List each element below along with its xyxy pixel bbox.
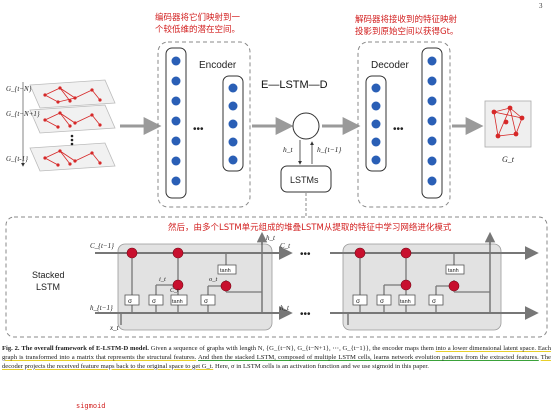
cell1-sigma-o: σ (204, 298, 208, 305)
encoder-ellipsis: ••• (193, 124, 204, 135)
cell1-c-tilde: C̃_t (170, 287, 179, 294)
svg-text:投影到原始空间以获得Gt。: 投影到原始空间以获得Gt。 (355, 26, 458, 37)
caption-part1: Given a sequence of graphs with length N… (150, 345, 434, 352)
lstm-annotation: 然后，由多个LSTM单元组成的堆叠LSTM从提取的特征中学习网络进化模式 (168, 222, 452, 233)
svg-text:编码器将它们映射到一: 编码器将它们映射到一 (155, 12, 241, 23)
caption-part3: And then the stacked LSTM, composed of m… (197, 353, 539, 361)
cells-ellipsis-top: ••• (300, 249, 311, 260)
framework-figure: 编码器将它们映射到一 个较低维的潜在空间。 解码器将接收到的特征映射 投影到原始… (5, 12, 548, 338)
output-label: G_t (502, 155, 515, 164)
lstms-box (280, 165, 332, 193)
page-number: 3 (539, 2, 543, 10)
cell1-h-t-out: h_t (280, 304, 290, 312)
cell1-h-prev: h_{t−1} (90, 304, 113, 312)
output-graph: G_t (484, 100, 532, 164)
cell1-tanh-out: tanh (220, 268, 231, 274)
input-label-t-minus-n: G_{t−N} (6, 85, 32, 93)
caption-part5: Here, σ in LSTM cells is an activation f… (214, 362, 429, 370)
lstm-cell-1: σ σ tanh σ tanh C_{t−1} C_t h_{t−1} h_t … (90, 231, 293, 332)
cell1-h-t-top: h_t (266, 234, 276, 242)
input-label-t-minus-1: G_{t-1} (6, 155, 28, 163)
decoder-ellipsis: ••• (393, 124, 404, 135)
cell1-c-prev: C_{t−1} (90, 242, 114, 250)
cell2-sigma-f: σ (356, 298, 360, 305)
decoder-label: Decoder (371, 60, 409, 71)
svg-text:个较低维的潜在空间。: 个较低维的潜在空间。 (155, 24, 240, 35)
model-name: E—LSTM—D (261, 79, 328, 91)
cell1-c-t: C_t (280, 242, 291, 250)
stacked-lstm-label-line1: Stacked (32, 270, 65, 280)
cell2-sigma-o: σ (432, 298, 436, 305)
loop-ht-label: h_t (283, 145, 294, 154)
cell2-sigma-i: σ (380, 298, 384, 305)
cell2-tanh-c: tanh (400, 299, 411, 305)
cell1-tanh-c: tanh (172, 299, 183, 305)
caption-title: The overall framework of E-LSTM-D model. (21, 345, 149, 352)
cell1-x-t: x_t (109, 324, 120, 332)
caption-part2: into a lower dimensional latent space. E… (2, 345, 552, 361)
sigmoid-annotation: sigmoid (76, 402, 106, 410)
cell1-o-t: o_t (209, 276, 218, 283)
stacked-lstm-panel (5, 216, 548, 338)
cell1-i-t: i_t (159, 276, 166, 283)
stacked-lstm-label-line2: LSTM (36, 282, 60, 292)
encoder-block: Encoder ••• (157, 41, 251, 208)
cell1-sigma-f: σ (128, 298, 132, 305)
lstm-cell-2: σ σ tanh σ tanh (330, 231, 539, 331)
loop-hprev-label: h_{t−1} (317, 145, 341, 154)
encoder-annotation: 编码器将它们映射到一 个较低维的潜在空间。 (155, 12, 241, 35)
lstms-label: LSTMs (290, 175, 319, 185)
caption-part4: The decoder projects the received featur… (2, 353, 551, 370)
decoder-annotation: 解码器将接收到的特征映射 投影到原始空间以获得Gt。 (355, 14, 458, 37)
cells-ellipsis-bottom: ••• (300, 309, 311, 320)
figure-caption: Fig. 2. The overall framework of E-LSTM-… (2, 345, 551, 372)
decoder-block: Decoder ••• (357, 41, 451, 208)
recurrent-loop: h_t h_{t−1} LSTMs (252, 112, 361, 193)
caption-fig-label: Fig. 2. (2, 345, 20, 352)
cell1-sigma-i: σ (152, 298, 156, 305)
input-label-t-minus-n-plus-1: G_{t−N+1} (6, 110, 40, 118)
svg-text:解码器将接收到的特征映射: 解码器将接收到的特征映射 (355, 14, 458, 25)
cell2-tanh-out: tanh (448, 268, 459, 274)
input-graph-stack: G_{t−N} G_{t−N+1} G_{t-1} (6, 79, 116, 172)
encoder-label: Encoder (199, 60, 237, 71)
